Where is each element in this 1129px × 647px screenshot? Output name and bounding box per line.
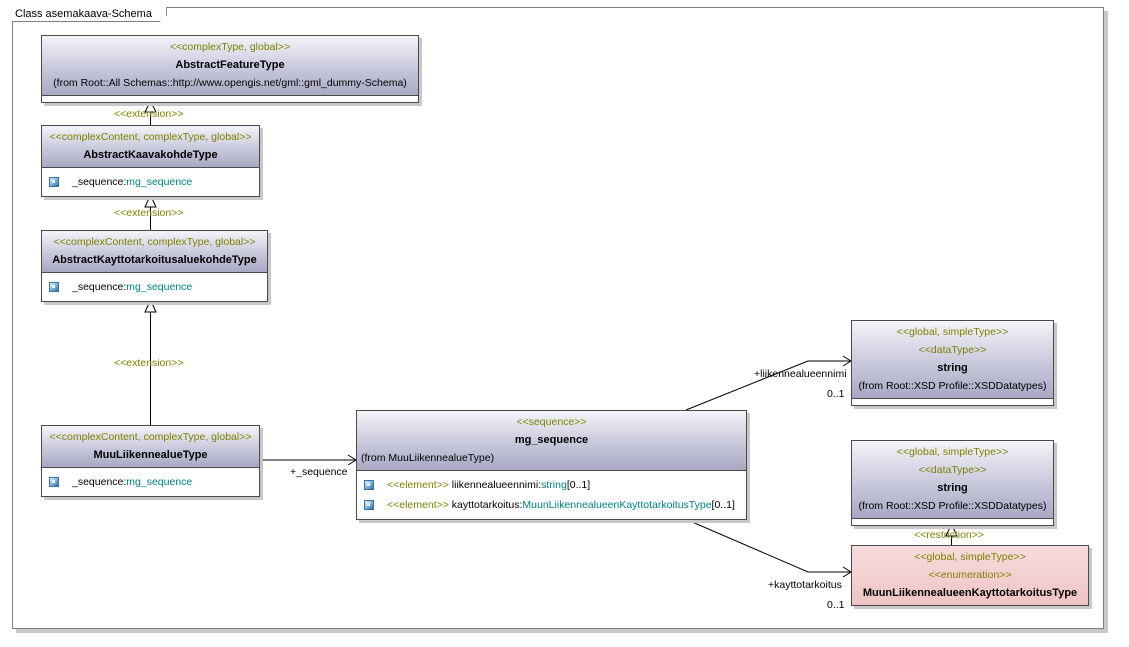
- class-attributes: _sequence:mg_sequence: [42, 468, 259, 496]
- attribute-type: mg_sequence: [126, 476, 193, 488]
- diagram-frame-tab: Class asemakaava-Schema: [12, 7, 167, 22]
- restriction-label: <<restriction>>: [914, 529, 985, 541]
- class-origin: (from Root::XSD Profile::XSDDatatypes): [858, 500, 1047, 512]
- class-origin: (from Root::All Schemas::http://www.open…: [53, 77, 407, 89]
- class-abstract-kayttotarkoitusaluekohde-type[interactable]: <<complexContent, complexType, global>> …: [41, 230, 268, 302]
- class-muun-liikennealueen-kayttotarkoitus-type[interactable]: <<global, simpleType>> <<enumeration>> M…: [851, 545, 1089, 606]
- attribute-stereotype: <<element>>: [387, 479, 449, 491]
- class-name: AbstractKaavakohdeType: [83, 149, 218, 161]
- attribute-icon: [49, 477, 59, 487]
- association-kayttotarkoitus-line: [675, 514, 851, 573]
- attribute-icon: [49, 177, 59, 187]
- class-attributes: [42, 96, 418, 102]
- class-muu-liikennealue-type[interactable]: <<complexContent, complexType, global>> …: [41, 425, 260, 497]
- stereotype-label: <<complexType, global>>: [169, 41, 291, 53]
- role-kayttotarkoitus-label: +kayttotarkoitus: [768, 579, 842, 591]
- class-header: <<complexContent, complexType, global>> …: [42, 231, 267, 273]
- multiplicity-kayttotarkoitus-label: 0..1: [827, 599, 845, 611]
- attribute-multiplicity: [0..1]: [711, 499, 735, 511]
- attribute-multiplicity: [0..1]: [566, 479, 591, 491]
- stereotype-label: <<complexContent, complexType, global>>: [53, 236, 256, 248]
- stereotype-label: <<complexContent, complexType, global>>: [49, 431, 252, 443]
- class-string-top[interactable]: <<global, simpleType>> <<dataType>> stri…: [851, 320, 1054, 406]
- attribute-type: mg_sequence: [126, 176, 193, 188]
- class-name: AbstractKayttotarkoitusaluekohdeType: [52, 254, 257, 266]
- stereotype-label: <<global, simpleType>>: [896, 326, 1009, 338]
- attribute-type: mg_sequence: [126, 281, 193, 293]
- attribute-type: string: [541, 479, 567, 491]
- class-name: string: [937, 362, 968, 374]
- attribute-type: MuunLiikennealueenKayttotarkoitusType: [522, 499, 712, 511]
- stereotype-label: <<global, simpleType>>: [896, 446, 1009, 458]
- attribute-icon: [49, 282, 59, 292]
- attribute-row[interactable]: _sequence:mg_sequence: [42, 277, 267, 297]
- class-header: <<sequence>> mg_sequence (from MuuLiiken…: [357, 411, 746, 471]
- attribute-name: liikennealueennimi:: [448, 479, 542, 491]
- class-abstract-kaavakohde-type[interactable]: <<complexContent, complexType, global>> …: [41, 125, 260, 197]
- association-nimi-line: [685, 360, 851, 411]
- role-sequence-label: +_sequence: [290, 466, 348, 478]
- class-header: <<complexContent, complexType, global>> …: [42, 126, 259, 168]
- generalization-arrowhead-3: [144, 298, 157, 313]
- attribute-name: kayttotarkoitus:: [448, 499, 523, 511]
- extension-label-1: <<extension>>: [114, 108, 184, 120]
- stereotype-label: <<global, simpleType>>: [914, 551, 1026, 563]
- class-header: <<global, simpleType>> <<enumeration>> M…: [852, 546, 1088, 605]
- attribute-row[interactable]: _sequence:mg_sequence: [42, 472, 259, 492]
- extension-label-2: <<extension>>: [114, 207, 184, 219]
- class-name: string: [937, 482, 968, 494]
- extension-label-3: <<extension>>: [114, 357, 184, 369]
- class-name: MuuLiikennealueType: [93, 449, 208, 461]
- class-name: mg_sequence: [514, 434, 589, 446]
- stereotype-label: <<complexContent, complexType, global>>: [49, 131, 252, 143]
- attribute-row[interactable]: <<element>> kayttotarkoitus:MuunLiikenne…: [357, 495, 746, 515]
- class-origin: (from Root::XSD Profile::XSDDatatypes): [858, 380, 1047, 392]
- attribute-name: _sequence:: [72, 476, 127, 488]
- role-liikennealueennimi-label: +liikennealueennimi: [754, 368, 847, 380]
- class-abstract-feature-type[interactable]: <<complexType, global>> AbstractFeatureT…: [41, 35, 419, 103]
- class-header: <<global, simpleType>> <<dataType>> stri…: [852, 321, 1053, 399]
- class-header: <<complexContent, complexType, global>> …: [42, 426, 259, 468]
- class-name: AbstractFeatureType: [175, 59, 285, 71]
- class-attributes: [852, 399, 1053, 405]
- generalization-arrowhead-4: [945, 522, 958, 537]
- class-mg-sequence[interactable]: <<sequence>> mg_sequence (from MuuLiiken…: [356, 410, 747, 520]
- attribute-icon: [364, 500, 374, 510]
- attribute-icon: [364, 480, 374, 490]
- attribute-name: _sequence:: [72, 176, 127, 188]
- class-attributes: [852, 519, 1053, 525]
- generalization-arrowhead-2: [144, 193, 157, 208]
- stereotype-label: <<sequence>>: [516, 416, 587, 428]
- class-string-bottom[interactable]: <<global, simpleType>> <<dataType>> stri…: [851, 440, 1054, 526]
- stereotype-label-2: <<dataType>>: [918, 464, 987, 476]
- multiplicity-liikennealueennimi-label: 0..1: [827, 388, 845, 400]
- class-attributes: <<element>> liikennealueennimi:string[0.…: [357, 471, 746, 519]
- stereotype-label-2: <<enumeration>>: [928, 569, 1012, 581]
- class-header: <<global, simpleType>> <<dataType>> stri…: [852, 441, 1053, 519]
- stereotype-label-2: <<dataType>>: [918, 344, 987, 356]
- attribute-name: _sequence:: [72, 281, 127, 293]
- class-attributes: _sequence:mg_sequence: [42, 273, 267, 301]
- attribute-row[interactable]: _sequence:mg_sequence: [42, 172, 259, 192]
- attribute-stereotype: <<element>>: [387, 499, 449, 511]
- generalization-arrowhead-1: [144, 99, 157, 113]
- class-name: MuunLiikennealueenKayttotarkoitusType: [862, 587, 1078, 599]
- class-header: <<complexType, global>> AbstractFeatureT…: [42, 36, 418, 96]
- class-origin: (from MuuLiikennealueType): [361, 452, 495, 464]
- diagram-title: Class asemakaava-Schema: [15, 8, 152, 20]
- attribute-row[interactable]: <<element>> liikennealueennimi:string[0.…: [357, 475, 746, 495]
- class-attributes: _sequence:mg_sequence: [42, 168, 259, 196]
